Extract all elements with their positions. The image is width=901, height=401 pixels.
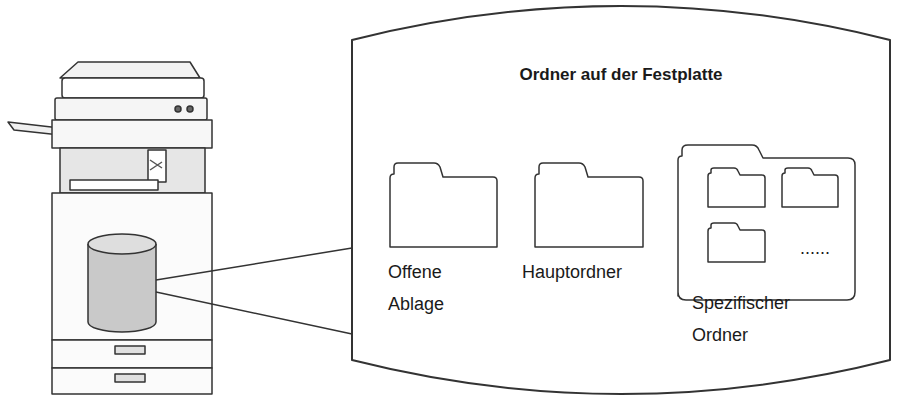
paper-tray bbox=[52, 368, 212, 394]
folder-label: Offene Ablage bbox=[388, 256, 472, 320]
feeder bbox=[62, 78, 204, 98]
subfolder-icon bbox=[782, 168, 838, 207]
output-area bbox=[60, 148, 205, 193]
folder-icon bbox=[678, 145, 855, 300]
callout-lines bbox=[156, 248, 352, 334]
hard-disk bbox=[88, 244, 156, 332]
folder-icon bbox=[390, 163, 497, 247]
paper-tray bbox=[52, 340, 212, 368]
folder: Offene Ablage bbox=[388, 160, 500, 320]
scanner bbox=[55, 98, 207, 120]
folder-label: Spezifischer Ordner bbox=[692, 287, 822, 351]
subfolder-icon bbox=[708, 223, 765, 262]
folder-label: Hauptordner bbox=[522, 256, 652, 288]
feeder-tray bbox=[60, 62, 200, 78]
ellipsis-label: ...... bbox=[800, 238, 830, 259]
disk-container: Ordner auf der FestplatteOffene Ablage Ha… bbox=[352, 5, 890, 395]
folder-icon bbox=[535, 163, 643, 247]
subfolder-icon bbox=[708, 168, 765, 207]
panel bbox=[52, 120, 212, 148]
printer-body bbox=[52, 193, 212, 340]
diagram-title: Ordner auf der Festplatte bbox=[352, 65, 890, 85]
folder: Hauptordner bbox=[522, 160, 652, 290]
folder: Spezifischer Ordner bbox=[676, 142, 858, 352]
disk-container bbox=[352, 6, 890, 394]
